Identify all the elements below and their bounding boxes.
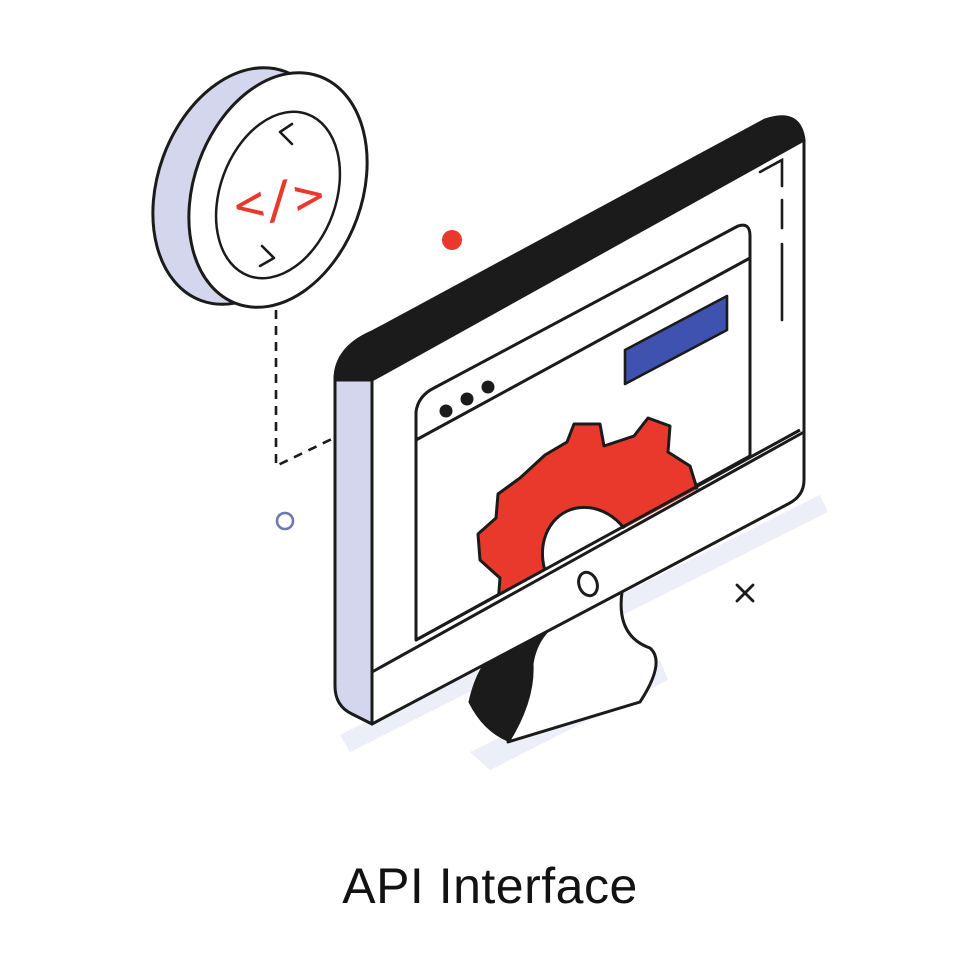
screen-bottom-edge: [415, 428, 801, 642]
window-dot-1: [439, 404, 453, 418]
window-dot-3: [481, 380, 495, 394]
close-icon: [735, 583, 755, 603]
refresh-arrows-icon: [258, 122, 294, 268]
window-dot-2: [460, 392, 474, 406]
red-dot: [442, 230, 462, 250]
blue-bar: [623, 294, 729, 386]
code-symbol: </>: [230, 165, 328, 235]
code-badge-icon: </>: [151, 66, 369, 309]
dashed-connector: [274, 310, 339, 469]
ring-dot: [275, 511, 295, 531]
screen-corner-marks: [758, 157, 784, 322]
caption-title: API Interface: [342, 858, 638, 914]
api-interface-illustration: </>: [151, 66, 828, 770]
